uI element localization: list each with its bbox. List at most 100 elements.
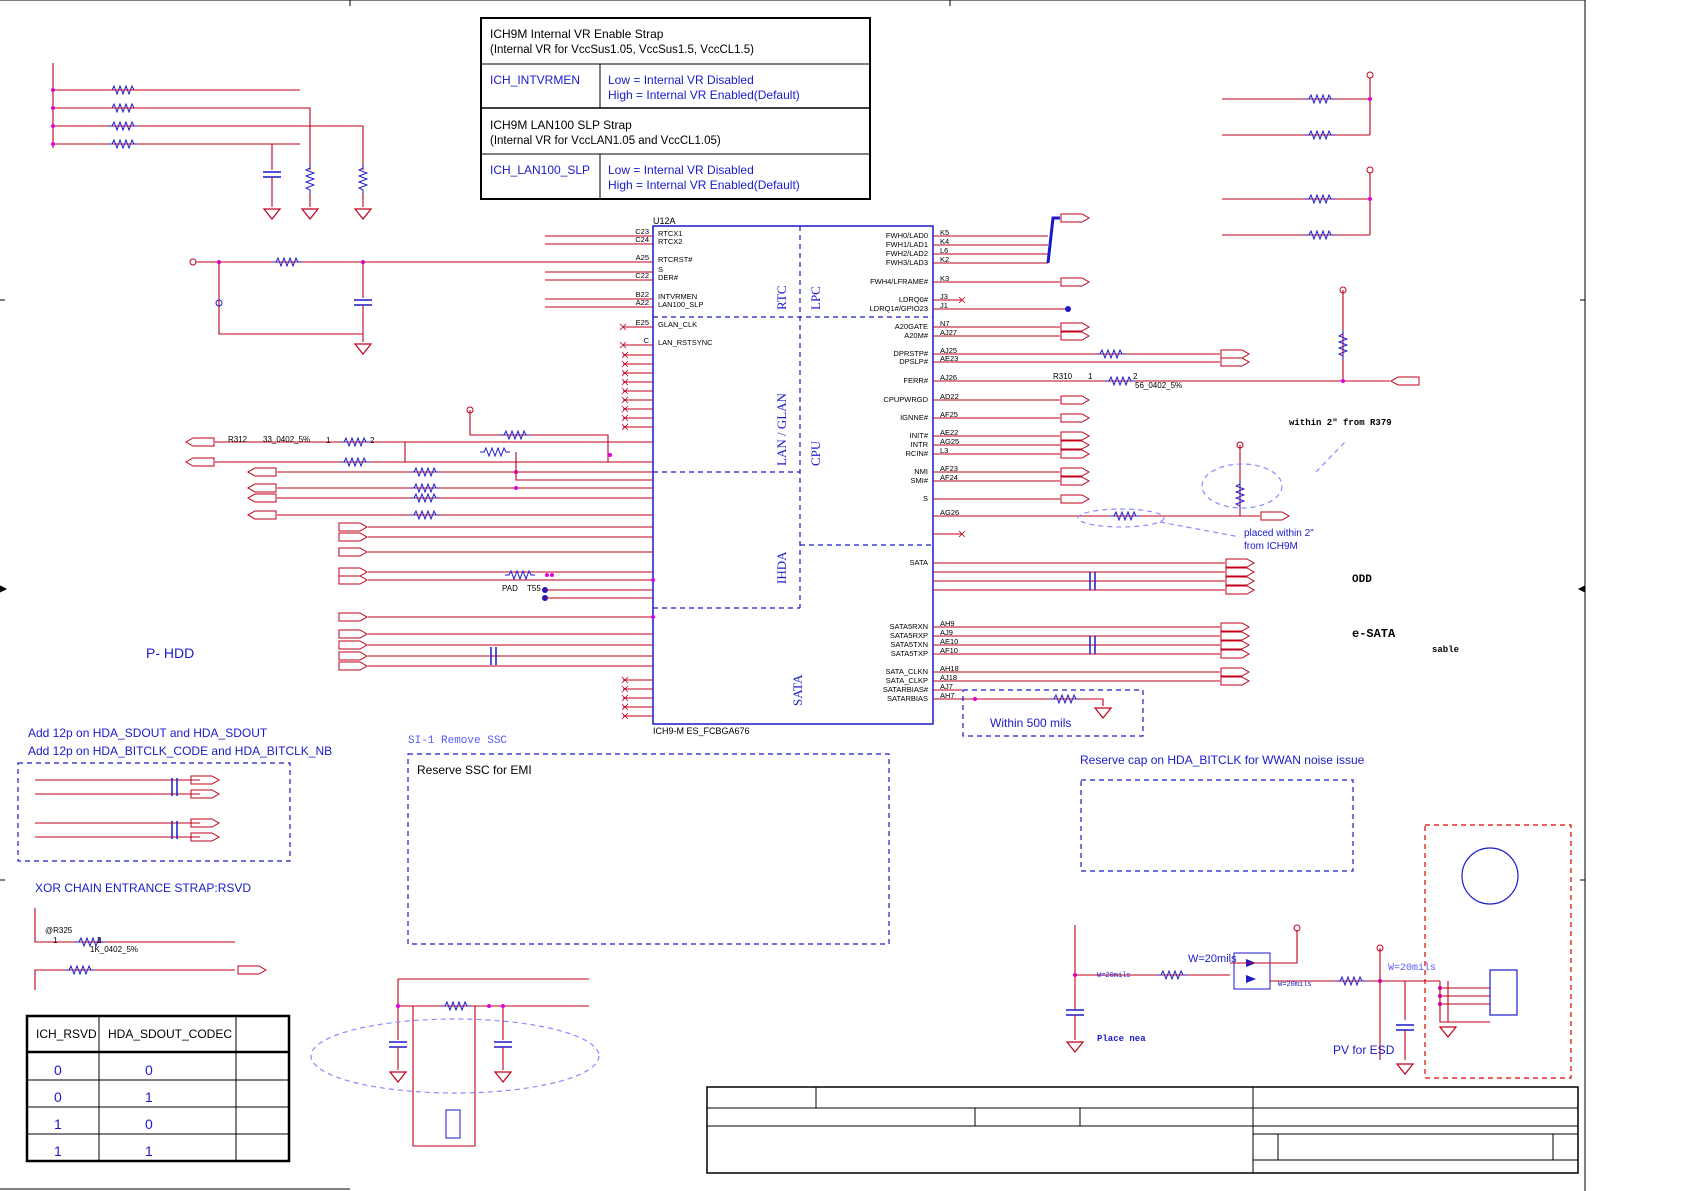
lan-strap-title: ICH9M LAN100 SLP Strap bbox=[490, 118, 632, 132]
esata-label: e-SATA bbox=[1352, 627, 1396, 641]
ground-symbol bbox=[1066, 1041, 1084, 1053]
chip-ball-id: N7 bbox=[940, 319, 950, 328]
offpage-connector bbox=[247, 493, 277, 503]
no-connect-mark bbox=[621, 378, 629, 386]
ground-symbol bbox=[1439, 1026, 1457, 1038]
section-rtc: RTC bbox=[774, 285, 789, 310]
chip-pin-name: RTCX2 bbox=[658, 237, 682, 246]
chip-ball-id: B22 bbox=[636, 290, 649, 299]
r325-value: 1K_0402_5% bbox=[90, 945, 138, 954]
no-connect-mark bbox=[621, 360, 629, 368]
chip-ball-id: AF25 bbox=[940, 410, 958, 419]
w20-small-2: W=20mils bbox=[1278, 981, 1312, 989]
chip-pin-name: SATARBIAS bbox=[887, 694, 928, 703]
chip-ball-id: AH18 bbox=[940, 664, 959, 673]
chip-ball-id: C22 bbox=[635, 271, 649, 280]
chip-ball-id: AF10 bbox=[940, 646, 958, 655]
chip-pin-name: RCIN# bbox=[905, 449, 928, 458]
chip-pin-name: SATA5TXN bbox=[890, 640, 928, 649]
offpage-connector bbox=[1220, 357, 1250, 367]
lan-strap-sub: (Internal VR for VccLAN1.05 and VccCL1.0… bbox=[490, 135, 721, 147]
wire bbox=[218, 262, 364, 342]
offpage-connector bbox=[1225, 567, 1255, 577]
chip-pin-name: NMI bbox=[914, 467, 928, 476]
junction-dot bbox=[514, 486, 518, 490]
chip-pin-name: LDRQ0# bbox=[899, 295, 929, 304]
chip-ball-id: J1 bbox=[940, 301, 948, 310]
junction-dot bbox=[1065, 306, 1071, 312]
chip-pin-name: A20GATE bbox=[895, 322, 928, 331]
offpage-connector bbox=[338, 522, 368, 532]
junction-dot bbox=[651, 615, 655, 619]
intvr-signal: ICH_INTVRMEN bbox=[490, 73, 580, 87]
add12p-note-2: Add 12p on HDA_BITCLK_CODE and HDA_BITCL… bbox=[28, 744, 332, 758]
intvr-strap-title: ICH9M Internal VR Enable Strap bbox=[490, 27, 664, 41]
chip-ball-id: AJ25 bbox=[940, 346, 957, 355]
lan-low: Low = Internal VR Disabled bbox=[608, 163, 754, 177]
no-connect-mark bbox=[621, 423, 629, 431]
no-connect-mark bbox=[621, 369, 629, 377]
chip-pin-name: SATA bbox=[910, 558, 928, 567]
ground-symbol bbox=[263, 208, 281, 220]
offpage-connector bbox=[1060, 476, 1090, 486]
wire bbox=[933, 698, 1104, 706]
junction-dot bbox=[1341, 379, 1345, 383]
offpage-connector bbox=[1220, 349, 1250, 359]
junction-dot bbox=[1368, 197, 1372, 201]
power-rail bbox=[1376, 944, 1384, 952]
chip-pin-name: DER# bbox=[658, 273, 679, 282]
rsvd-truth-table: ICH_RSVD HDA_SDOUT_CODEC 0 0 0 1 1 0 1 1 bbox=[25, 1014, 291, 1163]
r310-value: 56_0402_5% bbox=[1135, 381, 1182, 390]
chip-pin-name: GLAN_CLK bbox=[658, 320, 697, 329]
offpage-connector bbox=[1060, 494, 1090, 504]
chip-pin-name: S bbox=[658, 265, 663, 274]
offpage-connector bbox=[1060, 413, 1090, 423]
power-rail bbox=[1366, 166, 1374, 174]
section-lpc: LPC bbox=[808, 286, 823, 310]
chip-ball-id: E25 bbox=[636, 318, 649, 327]
no-connect-mark bbox=[619, 341, 627, 349]
crystal-body bbox=[445, 1109, 461, 1139]
chip-ball-id: L3 bbox=[940, 446, 948, 455]
chip-pin-name: INTR bbox=[911, 440, 929, 449]
wire bbox=[1439, 981, 1490, 1023]
w20-small-1: W=20mils bbox=[1097, 972, 1131, 980]
reserve-cap-note: Reserve cap on HDA_BITCLK for WWAN noise… bbox=[1080, 753, 1365, 767]
title-block bbox=[706, 1086, 1579, 1174]
offpage-connector bbox=[1220, 649, 1250, 659]
chip-pin-name: CPUPWRGD bbox=[883, 395, 928, 404]
lan-high: High = Internal VR Enabled(Default) bbox=[608, 178, 800, 192]
offpage-connector bbox=[1060, 467, 1090, 477]
wire bbox=[412, 1006, 476, 1147]
offpage-connector bbox=[338, 547, 368, 557]
junction-dot bbox=[651, 578, 655, 582]
chip-pin-name: SATA_CLKN bbox=[885, 667, 928, 676]
intvr-strap-sub: (Internal VR for VccSus1.05, VccSus1.5, … bbox=[490, 44, 754, 56]
ground-symbol bbox=[389, 1071, 407, 1083]
chip-ball-id: C bbox=[644, 336, 650, 345]
r325-pin1: 1 bbox=[53, 936, 58, 945]
chip-pin-name: A20M# bbox=[904, 331, 929, 340]
offpage-connector bbox=[338, 651, 368, 661]
chip-part: ICH9-M ES_FCBGA676 bbox=[653, 726, 750, 736]
section-sata: SATA bbox=[790, 674, 805, 706]
chip-ball-id: AH7 bbox=[940, 691, 955, 700]
place-nea-note: Place nea bbox=[1097, 1034, 1146, 1044]
bus-line bbox=[1046, 216, 1060, 264]
no-connect-mark bbox=[621, 685, 629, 693]
chip-ball-id: A22 bbox=[636, 298, 649, 307]
odd-label: ODD bbox=[1352, 574, 1372, 586]
no-connect-mark bbox=[621, 405, 629, 413]
chip-ball-id: AJ7 bbox=[940, 682, 953, 691]
connector-body bbox=[1489, 969, 1518, 1016]
phdd-label: P- HDD bbox=[146, 645, 194, 661]
ground-symbol bbox=[494, 1071, 512, 1083]
reserve-ssc-note: Reserve SSC for EMI bbox=[417, 763, 532, 777]
chip-pin-name: SATA5TXP bbox=[891, 649, 928, 658]
chip-ball-id: AG25 bbox=[940, 437, 959, 446]
r312-ref: R312 bbox=[228, 435, 248, 444]
chip-ball-id: AD22 bbox=[940, 392, 959, 401]
section-lan: LAN / GLAN bbox=[774, 392, 789, 466]
sheet-frame bbox=[0, 0, 1586, 1191]
junction-dot bbox=[51, 142, 55, 146]
